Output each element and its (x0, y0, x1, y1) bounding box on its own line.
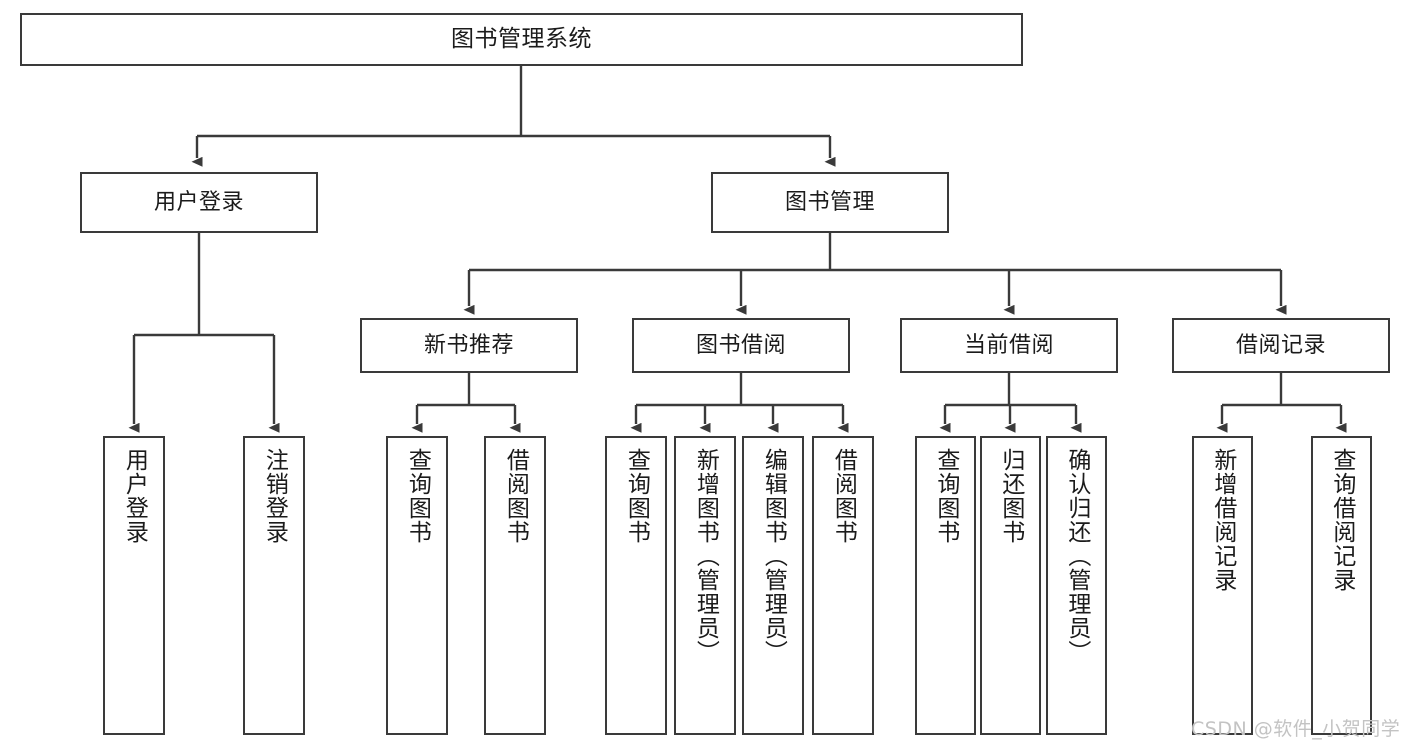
leaf-borrow-edit-book-admin[interactable]: 编辑图书（管理员） (742, 436, 804, 735)
node-label: 查询图书 (404, 448, 431, 544)
node-label: 当前借阅 (963, 332, 1054, 358)
leaf-user-login-signout[interactable]: 注销登录 (243, 436, 305, 735)
leaf-borrow-query-books[interactable]: 查询图书 (605, 436, 667, 735)
node-new-book-recommend[interactable]: 新书推荐 (360, 318, 578, 373)
leaf-current-confirm-return-admin[interactable]: 确认归还（管理员） (1046, 436, 1107, 735)
node-label: 查询图书 (932, 448, 959, 544)
node-book-management[interactable]: 图书管理 (711, 172, 949, 233)
node-borrow-record[interactable]: 借阅记录 (1172, 318, 1390, 373)
leaf-borrow-add-book-admin[interactable]: 新增图书（管理员） (674, 436, 736, 735)
leaf-borrow-borrow-books[interactable]: 借阅图书 (812, 436, 874, 735)
node-label: 确认归还（管理员） (1063, 448, 1090, 664)
leaf-current-return-books[interactable]: 归还图书 (980, 436, 1041, 735)
node-label: 编辑图书（管理员） (760, 448, 787, 664)
leaf-record-add-record[interactable]: 新增借阅记录 (1192, 436, 1253, 735)
leaf-new-book-borrow-books[interactable]: 借阅图书 (484, 436, 546, 735)
node-current-borrow[interactable]: 当前借阅 (900, 318, 1118, 373)
node-label: 图书管理 (784, 189, 875, 215)
node-label: 用户登录 (153, 189, 244, 215)
node-label: 新增图书（管理员） (692, 448, 719, 664)
node-user-login[interactable]: 用户登录 (80, 172, 318, 233)
node-label: 查询借阅记录 (1328, 448, 1355, 592)
node-label: 图书借阅 (695, 332, 786, 358)
node-label: 借阅记录 (1235, 332, 1326, 358)
leaf-user-login-signin[interactable]: 用户登录 (103, 436, 165, 735)
node-label: 查询图书 (623, 448, 650, 544)
node-root-book-management-system[interactable]: 图书管理系统 (20, 13, 1023, 66)
node-label: 借阅图书 (830, 448, 857, 544)
leaf-record-query-record[interactable]: 查询借阅记录 (1311, 436, 1372, 735)
node-label: 新增借阅记录 (1209, 448, 1236, 592)
leaf-current-query-books[interactable]: 查询图书 (915, 436, 976, 735)
node-label: 图书管理系统 (451, 25, 592, 52)
node-book-borrow[interactable]: 图书借阅 (632, 318, 850, 373)
csdn-watermark: CSDN @软件_小贺同学 (1191, 718, 1401, 740)
node-label: 注销登录 (261, 448, 288, 544)
node-label: 用户登录 (121, 448, 148, 544)
node-label: 新书推荐 (423, 332, 514, 358)
node-label: 借阅图书 (502, 448, 529, 544)
node-label: 归还图书 (997, 448, 1024, 544)
leaf-new-book-query-books[interactable]: 查询图书 (386, 436, 448, 735)
